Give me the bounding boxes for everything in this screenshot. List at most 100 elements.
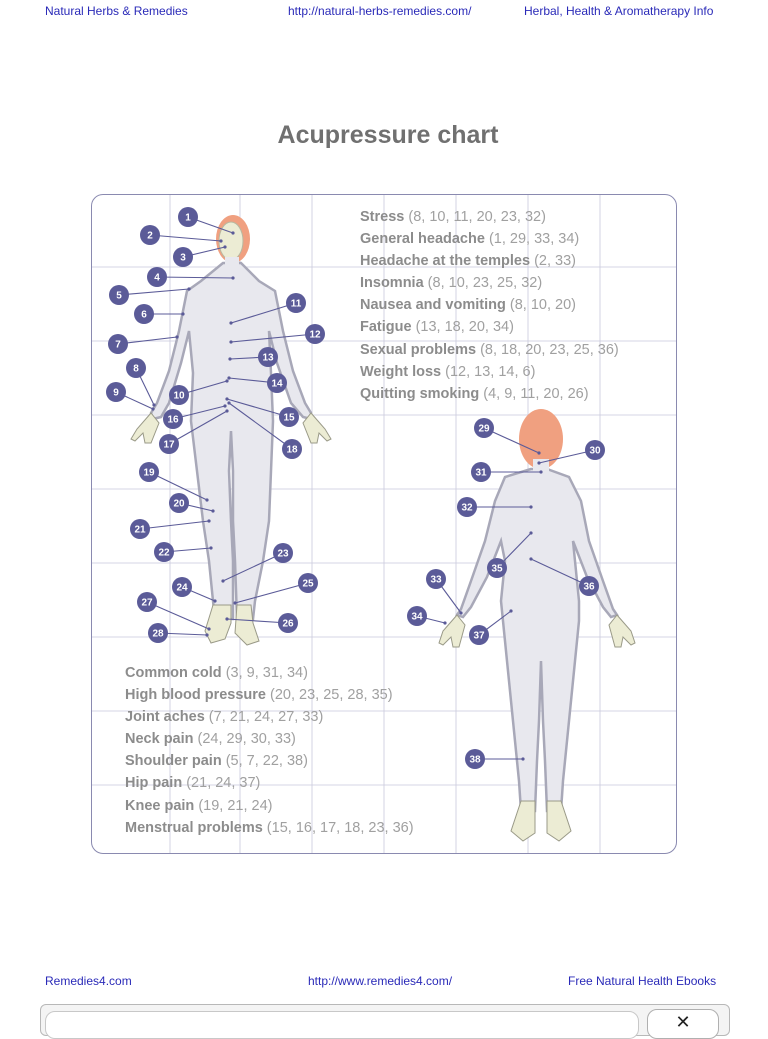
marker-circle (457, 497, 477, 517)
marker-circle (487, 558, 507, 578)
point-dot (221, 579, 225, 583)
point-marker-26: 26 (278, 613, 298, 633)
leader-line (226, 618, 289, 624)
marker-label: 37 (473, 631, 485, 642)
marker-label: 27 (141, 598, 153, 609)
ailment-row: Nausea and vomiting (8, 10, 20) (360, 294, 619, 316)
point-dot (211, 509, 215, 513)
ailment-row: General headache (1, 29, 33, 34) (360, 228, 619, 250)
point-marker-30: 30 (585, 440, 605, 460)
ailment-name: Sexual problems (360, 341, 477, 358)
marker-circle (147, 267, 167, 287)
marker-circle (169, 493, 189, 513)
ailment-row: Shoulder pain (5, 7, 22, 38) (125, 750, 414, 772)
front-right-foot (234, 604, 260, 646)
footer-site-link[interactable]: Remedies4.com (45, 974, 132, 988)
marker-circle (471, 462, 491, 482)
header-url-link[interactable]: http://natural-herbs-remedies.com/ (288, 4, 472, 18)
leader-line (139, 520, 210, 530)
marker-label: 19 (143, 468, 155, 479)
leader-line (230, 302, 297, 324)
marker-label: 11 (291, 299, 302, 310)
marker-circle (469, 625, 489, 645)
point-marker-25: 25 (298, 573, 318, 593)
marker-circle (465, 749, 485, 769)
address-field[interactable] (45, 1011, 639, 1039)
point-marker-17: 17 (159, 434, 179, 454)
point-dot (151, 407, 155, 411)
point-dot (209, 546, 213, 550)
ailment-row: Stress (8, 10, 11, 20, 23, 32) (360, 206, 619, 228)
ailment-row: Headache at the temples (2, 33) (360, 250, 619, 272)
ailment-name: Weight loss (360, 363, 442, 380)
marker-circle (298, 573, 318, 593)
ailment-name: High blood pressure (125, 687, 266, 704)
ailment-name: Shoulder pain (125, 753, 222, 770)
marker-circle (109, 285, 129, 305)
point-dot (229, 321, 233, 325)
marker-circle (140, 225, 160, 245)
ailment-row: Menstrual problems (15, 16, 17, 18, 23, … (125, 817, 414, 839)
point-marker-32: 32 (457, 497, 477, 517)
front-face (218, 221, 244, 261)
point-marker-20: 20 (169, 493, 189, 513)
marker-circle (169, 385, 189, 405)
point-marker-19: 19 (139, 462, 159, 482)
point-dot (227, 376, 231, 380)
point-marker-4: 4 (147, 267, 167, 287)
point-dot (529, 531, 533, 535)
footer-ebooks-link[interactable]: Free Natural Health Ebooks (568, 974, 717, 988)
close-tab-icon[interactable]: ✕ (647, 1009, 719, 1039)
marker-circle (137, 592, 157, 612)
point-marker-10: 10 (169, 385, 189, 405)
back-right-hand (608, 614, 636, 648)
point-dot (205, 498, 209, 502)
point-marker-36: 36 (579, 576, 599, 596)
point-marker-29: 29 (474, 418, 494, 438)
header-info-link[interactable]: Herbal, Health & Aromatherapy Info (524, 4, 714, 18)
leader-line (146, 601, 210, 630)
marker-circle (148, 623, 168, 643)
marker-circle (585, 440, 605, 460)
marker-label: 7 (115, 340, 121, 351)
point-marker-15: 15 (279, 407, 299, 427)
point-dot (231, 276, 235, 280)
point-marker-21: 21 (130, 519, 150, 539)
point-dot (219, 239, 223, 243)
ailment-name: Common cold (125, 665, 222, 681)
point-marker-2: 2 (140, 225, 160, 245)
point-marker-9: 9 (106, 382, 126, 402)
ailment-name: Insomnia (360, 275, 424, 292)
back-right-foot (546, 800, 572, 842)
ailment-points: (24, 29, 30, 33) (193, 731, 296, 748)
ailment-row: Knee pain (19, 21, 24) (125, 795, 414, 817)
point-marker-33: 33 (426, 569, 446, 589)
ailment-points: (15, 16, 17, 18, 23, 36) (262, 819, 414, 836)
marker-circle (279, 407, 299, 427)
point-marker-37: 37 (469, 625, 489, 645)
ailment-points: (1, 29, 33, 34) (484, 231, 580, 248)
point-dot (231, 231, 235, 235)
point-marker-3: 3 (173, 247, 193, 267)
point-marker-34: 34 (407, 606, 427, 626)
marker-circle (134, 304, 154, 324)
marker-circle (426, 569, 446, 589)
ailment-points: (3, 9, 31, 34) (221, 665, 308, 681)
point-marker-23: 23 (273, 543, 293, 563)
ailment-points: (19, 21, 24) (194, 797, 273, 814)
point-marker-13: 13 (258, 347, 278, 367)
ailment-name: Quitting smoking (360, 385, 480, 402)
marker-circle (159, 434, 179, 454)
footer-url-link[interactable]: http://www.remedies4.com/ (308, 974, 453, 988)
point-dot (529, 557, 533, 561)
ailment-name: Joint aches (125, 709, 205, 726)
front-left-hand (130, 412, 160, 444)
ailment-row: Insomnia (8, 10, 23, 25, 32) (360, 272, 619, 294)
header-site-link[interactable]: Natural Herbs & Remedies (45, 4, 188, 18)
marker-label: 25 (302, 579, 314, 590)
front-left-foot (204, 604, 232, 644)
leader-line (148, 471, 208, 501)
point-marker-12: 12 (305, 324, 325, 344)
ailment-points: (5, 7, 22, 38) (221, 753, 308, 770)
